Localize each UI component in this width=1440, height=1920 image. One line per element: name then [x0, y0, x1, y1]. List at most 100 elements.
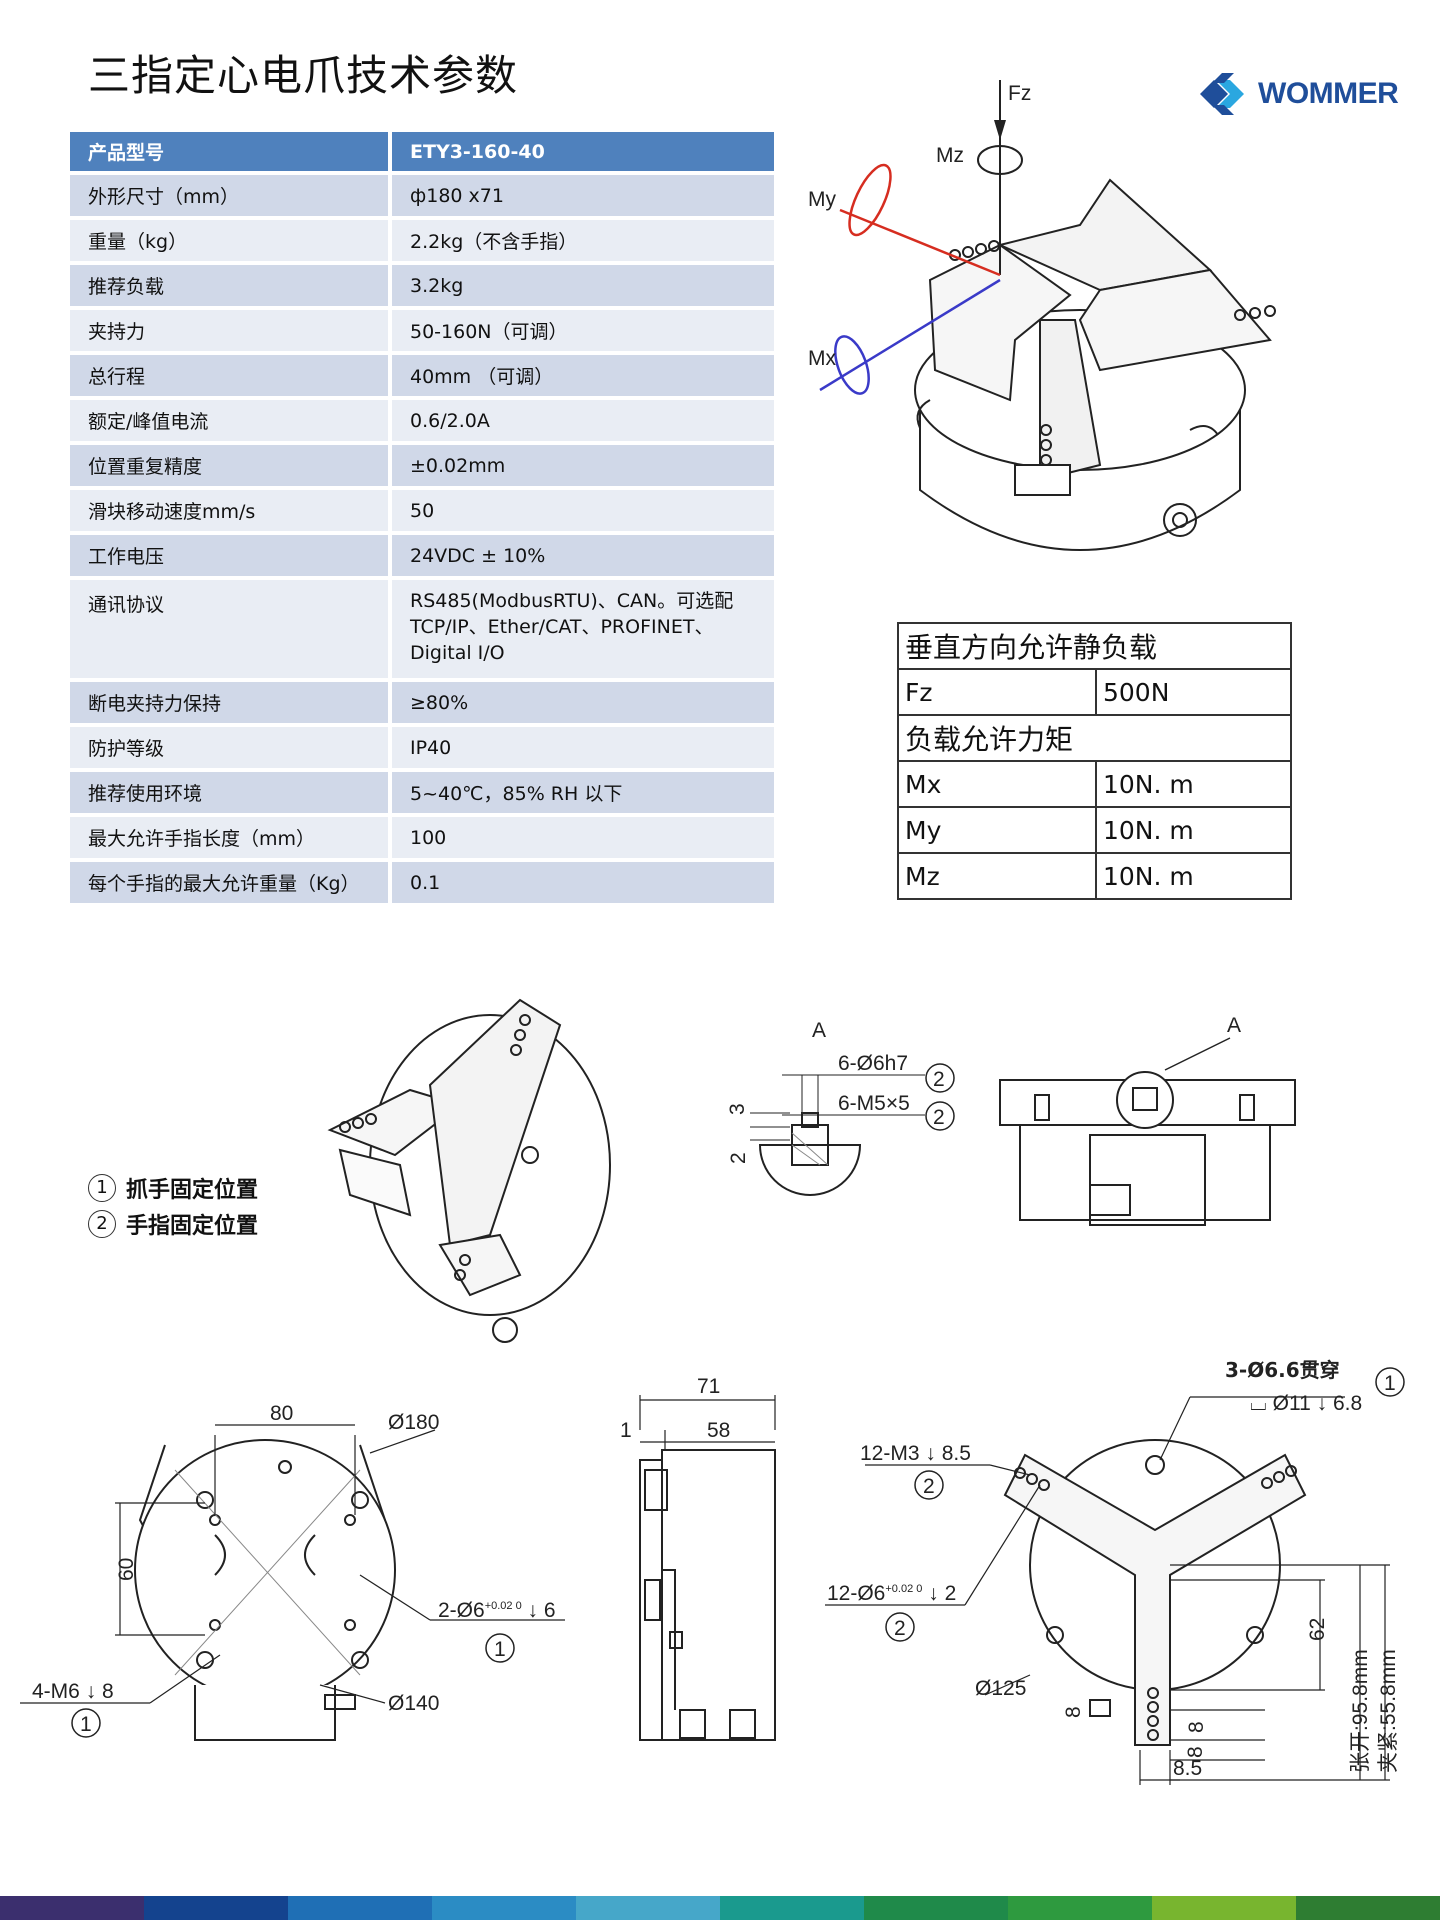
m6-depth: 8: [102, 1680, 114, 1703]
spec-label: 工作电压: [70, 535, 392, 576]
spec-label: 夹持力: [70, 310, 392, 351]
fz-key: Fz: [897, 668, 1097, 716]
spec-label: 推荐负载: [70, 265, 392, 306]
spec-value: 3.2kg: [392, 265, 774, 306]
m6-dim-text: 4-M6: [32, 1680, 80, 1703]
spec-label: 位置重复精度: [70, 445, 392, 486]
offset-8-dim-a: 8: [1062, 1706, 1085, 1718]
footer-color-segment: [432, 1896, 576, 1920]
legend-item: 2 手指固定位置: [88, 1206, 258, 1242]
thread-ref: 2: [933, 1106, 945, 1129]
m3-dim-text: 12-M3: [860, 1442, 920, 1465]
mx-label: Mx: [808, 347, 836, 370]
spec-header-row: 产品型号 ETY3-160-40: [70, 132, 774, 171]
side-view-drawing: 71 1 58: [620, 1375, 776, 1741]
bottom-view-drawing: 80 Ø180 60 2-Ø6+0.02 0 ↓ 6 1 4-M6 ↓ 8 1 …: [20, 1402, 565, 1741]
counterbore-icon: ⌴: [1250, 1392, 1273, 1415]
static-load-title: 垂直方向允许静负载: [897, 622, 1292, 670]
footer-color-segment: [864, 1896, 1008, 1920]
mx-value: 10N. m: [1095, 760, 1292, 808]
table-row: 每个手指的最大允许重量（Kg）0.1: [70, 862, 774, 903]
pin-hole-dim: 6-Ø6h7: [838, 1052, 908, 1075]
spec-value: RS485(ModbusRTU)、CAN。可选配 TCP/IP、Ether/CA…: [392, 580, 774, 678]
footer-color-segment: [288, 1896, 432, 1920]
width-58-dim: 58: [707, 1419, 730, 1442]
through-hole-ref: 1: [1384, 1372, 1396, 1395]
counterbore-depth: 6.8: [1333, 1392, 1362, 1415]
table-row: 重量（kg）2.2kg（不含手指）: [70, 220, 774, 261]
table-row: 垂直方向允许静负载: [897, 622, 1292, 670]
table-row: 负载允许力矩: [897, 714, 1292, 762]
table-row: 通讯协议 RS485(ModbusRTU)、CAN。可选配 TCP/IP、Eth…: [70, 580, 774, 678]
pin-ref: 1: [494, 1638, 506, 1661]
m3-ref: 2: [923, 1475, 935, 1498]
counterbore-dim: ⌴ Ø11 ↓ 6.8: [1250, 1392, 1362, 1415]
width-8-5-dim: 8.5: [1173, 1757, 1202, 1780]
spec-value: ≥80%: [392, 682, 774, 723]
spec-value: 100: [392, 817, 774, 858]
finger-pin-tolerance: +0.02 0: [885, 1583, 922, 1595]
fz-label: Fz: [1008, 82, 1031, 105]
spec-value: 0.6/2.0A: [392, 400, 774, 441]
open-stroke-dim: 张开:95.8mm: [1349, 1649, 1372, 1773]
fz-value: 500N: [1095, 668, 1292, 716]
offset-8-dim-c: 8: [1184, 1746, 1207, 1758]
front-elevation-view: A: [999, 1014, 1296, 1226]
spec-label: 滑块移动速度mm/s: [70, 490, 392, 531]
logo-text: WOMMER: [1258, 77, 1399, 110]
spec-value: 2.2kg（不含手指）: [392, 220, 774, 261]
depth-icon: ↓: [80, 1680, 102, 1703]
table-row: 最大允许手指长度（mm）100: [70, 817, 774, 858]
depth-icon: ↓: [922, 1582, 944, 1605]
page-title: 三指定心电爪技术参数: [88, 51, 519, 100]
offset-8-dim-b: 8: [1185, 1721, 1208, 1733]
mz-label: Mz: [936, 144, 964, 167]
spec-value: 0.1: [392, 862, 774, 903]
depth-icon: ↓: [1311, 1392, 1333, 1415]
m3-depth: 8.5: [942, 1442, 971, 1465]
detail-a-label: A: [812, 1019, 826, 1042]
protocol-line: TCP/IP、Ether/CAT、PROFINET、: [410, 616, 714, 638]
spec-value: 24VDC ± 10%: [392, 535, 774, 576]
spec-label: 最大允许手指长度（mm）: [70, 817, 392, 858]
footer-color-segment: [576, 1896, 720, 1920]
spec-header-value: ETY3-160-40: [392, 132, 774, 171]
spec-label: 重量（kg）: [70, 220, 392, 261]
footer-color-segment: [144, 1896, 288, 1920]
counterbore-text: Ø11: [1273, 1392, 1311, 1415]
pin-depth: 6: [544, 1599, 556, 1622]
view-a-label: A: [1227, 1014, 1241, 1037]
detail-a-section: A 6-Ø6h7 2 6-M5×5 2 3 2: [726, 1019, 955, 1196]
footer-color-bar: [0, 1896, 1440, 1920]
height-60-dim: 60: [115, 1558, 138, 1581]
protocol-line: RS485(ModbusRTU)、CAN。可选配: [410, 590, 734, 612]
table-row: 外形尺寸（mm）ф180 x71: [70, 175, 774, 216]
logo-diamond-icon: [1200, 73, 1244, 115]
thread-dim: 6-M5×5: [838, 1092, 910, 1115]
diameter-180-dim: Ø180: [388, 1411, 439, 1434]
legend-text: 手指固定位置: [126, 1214, 259, 1239]
my-key: My: [897, 806, 1097, 854]
finger-pin-ref: 2: [894, 1617, 906, 1640]
height-62-dim: 62: [1306, 1618, 1329, 1641]
legend-text: 抓手固定位置: [126, 1178, 259, 1203]
legend-number: 2: [88, 1210, 116, 1238]
spec-label: 推荐使用环境: [70, 772, 392, 813]
spec-label: 断电夹持力保持: [70, 682, 392, 723]
spec-table: 产品型号 ETY3-160-40 外形尺寸（mm）ф180 x71 重量（kg）…: [70, 128, 774, 907]
spec-label: 防护等级: [70, 727, 392, 768]
table-row: 断电夹持力保持≥80%: [70, 682, 774, 723]
diameter-125-dim: Ø125: [975, 1677, 1026, 1700]
footer-color-segment: [1152, 1896, 1296, 1920]
spec-value: ф180 x71: [392, 175, 774, 216]
